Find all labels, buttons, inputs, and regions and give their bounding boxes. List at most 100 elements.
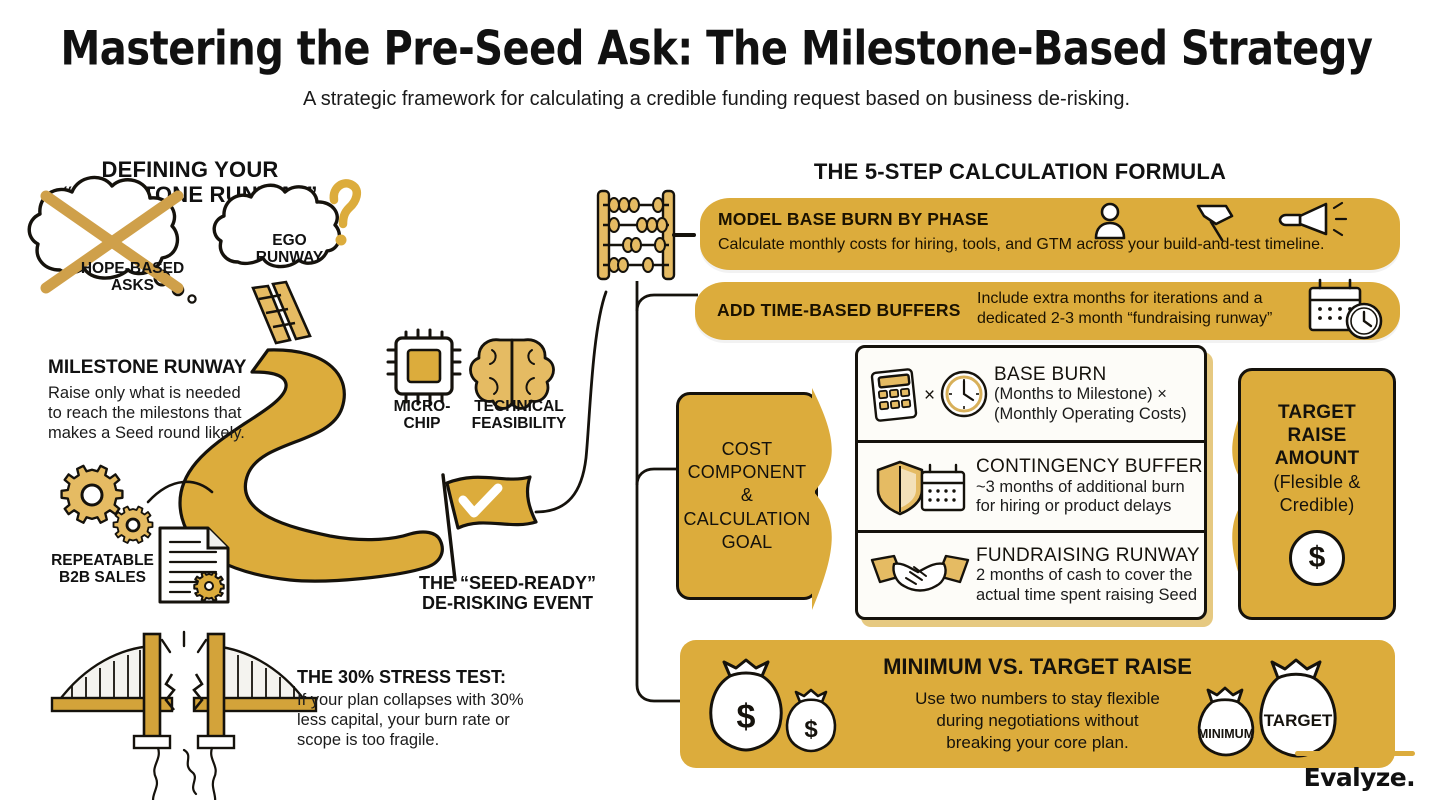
base-burn-title: BASE BURN: [994, 363, 1107, 385]
minimum-vs-target-banner[interactable]: MINIMUM VS. TARGET RAISE Use two numbers…: [680, 640, 1395, 768]
gear-small-icon: [112, 505, 154, 544]
milestone-runway-title: MILESTONE RUNWAY: [48, 357, 247, 378]
banner-body: Use two numbers to stay flexible during …: [858, 688, 1218, 754]
bar1-icon-group: [1094, 201, 1348, 242]
money-bag-dollar-label: $: [737, 698, 756, 736]
technical-feasibility-label: TECHNICAL FEASIBILITY: [464, 398, 574, 432]
contingency-text: CONTINGENCY BUFFER ~3 months of addition…: [972, 456, 1203, 516]
banner-line-3: breaking your core plan.: [946, 733, 1129, 753]
milestone-body-line-3: makes a Seed round likely.: [48, 424, 245, 443]
bar1-body: Calculate monthly costs for hiring, tool…: [718, 236, 1325, 253]
bar2-body-line-2: dedicated 2-3 month “fundraising runway”: [977, 309, 1273, 327]
logo-underline: [1295, 751, 1415, 756]
contingency-line-1: ~3 months of additional burn: [976, 477, 1185, 496]
seed-ready-derisking-label: THE “SEED-READY” DE-RISKING EVENT: [400, 573, 615, 614]
banner-line-1: Use two numbers to stay flexible: [915, 689, 1160, 708]
fundraising-line-2: actual time spent raising Seed: [976, 585, 1198, 604]
stress-body-line-1: If your plan collapses with 30%: [297, 690, 524, 709]
cost-box-line-3: &: [740, 485, 754, 506]
cost-box-text: COST COMPONENT & CALCULATION GOAL: [684, 438, 811, 553]
target-line-3: AMOUNT: [1274, 447, 1360, 469]
cost-box-line-5: GOAL: [721, 531, 773, 552]
stress-test-title: THE 30% STRESS TEST:: [297, 667, 507, 687]
microchip-label-line-1: MICRO-: [393, 398, 451, 415]
money-bag-small-dollar-label: $: [804, 716, 818, 743]
formula-bar-time-buffers[interactable]: ADD TIME-BASED BUFFERS Include extra mon…: [695, 278, 1400, 340]
right-section-heading: THE 5-STEP CALCULATION FORMULA: [813, 159, 1227, 184]
bar2-body-line-1: Include extra months for iterations and …: [977, 290, 1263, 307]
page-subtitle: A strategic framework for calculating a …: [302, 88, 1131, 110]
cost-breakdown-card: × BASE BURN (Months to Milestone) × (Mon…: [855, 345, 1207, 620]
cross-out-mark: [40, 190, 184, 294]
question-mark-icon: [329, 179, 362, 229]
hope-label-line-2: ASKS: [110, 277, 155, 295]
contingency-title: CONTINGENCY BUFFER: [976, 456, 1203, 478]
page-title: Mastering the Pre-Seed Ask: The Mileston…: [60, 22, 1373, 77]
bar2-body: Include extra months for iterations and …: [977, 289, 1397, 328]
document-icon: [158, 526, 230, 604]
ego-label-line-2: RUNWAY: [255, 249, 324, 267]
microchip-label: MICRO- CHIP: [382, 398, 462, 432]
left-illustration-layer: [27, 175, 608, 800]
money-bag-target-icon: TARGET: [1259, 658, 1337, 758]
contingency-line-2: for hiring or product delays: [976, 497, 1172, 516]
ladder-icon: [251, 280, 312, 345]
bar2-title: ADD TIME-BASED BUFFERS: [717, 300, 961, 320]
ribbon-connector-left: [812, 388, 832, 610]
base-burn-text: BASE BURN (Months to Milestone) × (Month…: [990, 364, 1187, 424]
left-heading-line-1: DEFINING YOUR: [101, 157, 279, 182]
flag-connector-line: [534, 290, 608, 514]
bar1-title: MODEL BASE BURN BY PHASE: [718, 209, 989, 229]
fundraising-title: FUNDRAISING RUNWAY: [976, 544, 1200, 566]
card-row-contingency-buffer[interactable]: CONTINGENCY BUFFER ~3 months of addition…: [858, 440, 1204, 530]
banner-title: MINIMUM VS. TARGET RAISE: [883, 654, 1192, 679]
handshake-icon: [870, 554, 970, 592]
banner-left-bags: $ $: [709, 658, 837, 753]
multiply-icon: ×: [924, 385, 935, 406]
hammer-icon: [1196, 204, 1234, 242]
cost-box-line-4: CALCULATION: [683, 508, 811, 529]
milestone-runway-block: MILESTONE RUNWAY Raise only what is need…: [48, 357, 298, 443]
contingency-icon-group: [876, 460, 966, 515]
base-burn-icon-group: ×: [870, 368, 988, 422]
dollar-coin-icon: $: [1289, 529, 1345, 586]
target-line-5: Credible): [1279, 494, 1355, 515]
target-line-2: RAISE: [1287, 425, 1347, 447]
cost-component-box[interactable]: COST COMPONENT & CALCULATION GOAL: [676, 392, 818, 600]
clock-icon: [1345, 302, 1383, 340]
target-line-1: TARGET: [1278, 402, 1356, 424]
hope-label-line-1: HOPE-BASED: [80, 260, 185, 277]
money-bag-small-icon: $: [785, 688, 837, 753]
card-row-base-burn[interactable]: × BASE BURN (Months to Milestone) × (Mon…: [858, 348, 1204, 440]
target-line-4: (Flesible &: [1273, 471, 1361, 492]
shield-icon: [876, 460, 924, 515]
flag-label-line-2: DE-RISKING EVENT: [421, 592, 594, 613]
clock-icon: [940, 370, 988, 418]
stress-test-body: If your plan collapses with 30% less cap…: [297, 690, 547, 750]
milestone-body-line-2: to reach the milestons that: [48, 404, 242, 423]
card-row-fundraising-runway[interactable]: FUNDRAISING RUNWAY 2 months of cash to c…: [858, 530, 1204, 617]
formula-bar-model-base-burn[interactable]: MODEL BASE BURN BY PHASE Calculate month…: [700, 198, 1400, 270]
flag-label-line-1: THE “SEED-READY”: [418, 573, 597, 593]
money-bag-minimum-icon: MINIMUM: [1197, 686, 1255, 757]
impact-sparks-icon: [160, 630, 208, 654]
b2b-label-line-1: REPEATABLE: [51, 552, 154, 569]
microchip-icon: [386, 328, 462, 406]
hope-based-asks-cloud-icon: [27, 175, 197, 304]
target-box-text: TARGET RAISE AMOUNT (Flesible & Credible…: [1273, 402, 1360, 516]
target-raise-box[interactable]: TARGET RAISE AMOUNT (Flesible & Credible…: [1238, 368, 1396, 620]
gears-icon: [60, 464, 214, 544]
money-bag-icon: $: [709, 658, 783, 752]
base-burn-line-2: (Monthly Operating Costs): [994, 404, 1187, 423]
broken-bridge-icon: [50, 630, 318, 800]
abacus-icon: [596, 189, 676, 281]
money-bag-minimum-label: MINIMUM: [1198, 727, 1254, 741]
stress-body-line-2: less capital, your burn rate or: [297, 710, 510, 729]
banner-line-2: during negotiations without: [936, 711, 1139, 731]
banner-right-bags: MINIMUM TARGET: [1197, 658, 1337, 758]
milestone-body-line-1: Raise only what is needed: [48, 383, 241, 402]
stress-test-block: THE 30% STRESS TEST: If your plan collap…: [297, 667, 547, 750]
brain-icon: [469, 338, 555, 410]
tech-label-line-2: FEASIBILITY: [471, 415, 567, 433]
calculator-icon: [870, 368, 918, 422]
